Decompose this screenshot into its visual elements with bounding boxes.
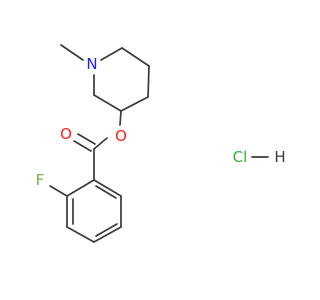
bond-aromatic-inner-2 <box>95 223 118 237</box>
bond-b2-fluorine <box>49 185 68 197</box>
carbonyl-oxygen-label: O <box>60 125 72 143</box>
bond-n-c2 <box>100 47 123 61</box>
bond-n-methyl <box>60 44 84 61</box>
bond-c3-c4 <box>147 65 150 98</box>
bond-c2-c3 <box>121 47 150 67</box>
bond-c5-ester-o <box>119 110 122 126</box>
bond-ester-o-carbonyl-c <box>93 137 108 150</box>
bond-c5-c6 <box>93 94 122 112</box>
hydrogen-atom-label: H <box>274 148 285 166</box>
benzene-ring <box>66 179 122 243</box>
bond-c4-c5 <box>120 96 149 112</box>
bond-b1-b2 <box>66 179 95 197</box>
bond-b6-b1 <box>93 179 122 197</box>
bond-b3-b4 <box>66 226 95 243</box>
bond-aromatic-inner-3 <box>95 185 117 199</box>
piperidine-ring <box>93 47 150 112</box>
bond-b4-b5 <box>93 226 122 243</box>
ester-oxygen-label: O <box>115 127 127 145</box>
chlorine-atom-label: Cl <box>233 148 248 166</box>
structure-canvas: N O O F Cl H <box>35 44 286 243</box>
molecule-structure: N O O F Cl H <box>36 44 286 243</box>
bond-carbonyl-double-a <box>73 140 92 152</box>
nitrogen-atom-label: N <box>86 55 97 73</box>
fluorine-atom-label: F <box>36 171 45 189</box>
bond-carbonyl-double-b <box>77 133 96 145</box>
